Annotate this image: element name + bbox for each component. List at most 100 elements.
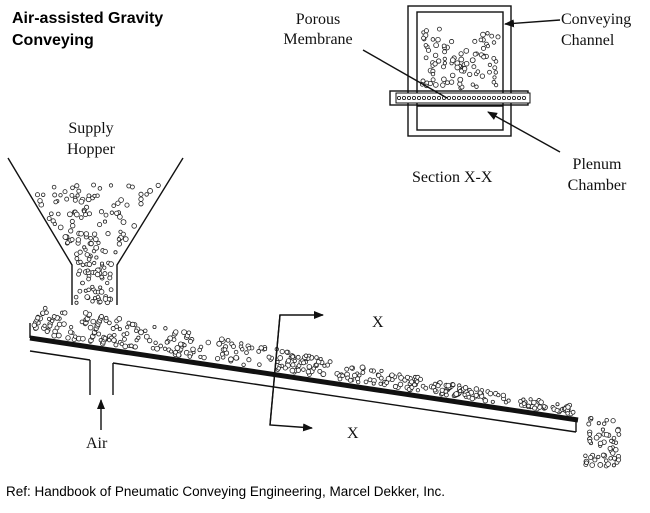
particle: [56, 211, 61, 217]
particle: [616, 432, 622, 437]
particle: [317, 368, 323, 374]
particle: [87, 324, 94, 331]
particle: [93, 244, 100, 251]
particle: [378, 381, 383, 386]
membrane-hole: [466, 96, 471, 101]
particle: [359, 364, 366, 371]
particle: [565, 411, 570, 416]
particle: [80, 335, 86, 342]
particle: [153, 340, 158, 345]
particle: [256, 349, 262, 354]
particle: [87, 211, 92, 217]
particle: [74, 300, 79, 305]
particle: [88, 241, 94, 247]
particle: [120, 219, 127, 225]
particle: [360, 370, 366, 375]
membrane-hole: [481, 96, 486, 101]
particle: [134, 328, 139, 334]
particle: [609, 438, 614, 443]
particle: [103, 315, 109, 321]
particle: [462, 392, 467, 397]
particle: [90, 299, 95, 304]
particle: [187, 354, 193, 359]
particle: [610, 418, 616, 424]
particle: [164, 340, 170, 345]
particle: [311, 366, 316, 371]
particle: [65, 335, 71, 341]
particle: [102, 271, 108, 277]
particle: [216, 340, 223, 347]
particle: [584, 460, 589, 466]
particle: [163, 326, 168, 331]
particle: [99, 314, 104, 319]
particle: [592, 457, 598, 463]
particle: [430, 71, 436, 77]
particle: [485, 44, 490, 49]
particle: [490, 399, 495, 404]
particle: [491, 56, 497, 61]
particle: [437, 26, 442, 32]
membrane-hole: [446, 96, 451, 101]
plenum-bottom-left: [29, 350, 91, 361]
reference-citation: Ref: Handbook of Pneumatic Conveying Eng…: [6, 484, 445, 499]
particle: [119, 341, 125, 347]
particle: [314, 362, 319, 368]
particle: [453, 391, 460, 397]
particle: [457, 388, 463, 394]
particle: [347, 377, 353, 383]
particle: [597, 440, 604, 447]
particle: [586, 421, 592, 427]
particle: [37, 198, 43, 204]
particle: [436, 58, 442, 64]
particle: [76, 271, 81, 277]
particle: [290, 354, 296, 359]
particle: [241, 362, 246, 367]
particle: [105, 231, 111, 237]
particle: [225, 337, 231, 343]
particle: [593, 434, 600, 441]
membrane-hole: [486, 96, 491, 101]
particle: [369, 368, 374, 373]
particle: [611, 435, 617, 441]
particle: [602, 421, 607, 426]
particle: [433, 42, 439, 49]
particle: [90, 318, 96, 325]
particle: [77, 249, 83, 255]
particle: [58, 193, 63, 198]
particle: [487, 62, 493, 68]
particle: [258, 345, 264, 351]
labels: Supply Hopper Porous Membrane Conveying …: [67, 11, 631, 452]
particle: [605, 461, 611, 467]
particle: [86, 261, 93, 267]
particle: [608, 456, 613, 461]
particle: [445, 382, 451, 389]
particle: [474, 84, 479, 89]
particle: [84, 252, 90, 258]
particle: [588, 454, 594, 460]
particle: [75, 237, 82, 243]
particle: [384, 380, 390, 385]
particle: [42, 323, 47, 328]
particle: [441, 43, 447, 49]
particle: [441, 76, 447, 83]
particle: [528, 397, 533, 402]
particle: [295, 367, 301, 373]
particle: [611, 463, 616, 468]
section-outer-box: [407, 5, 512, 137]
particle: [589, 416, 594, 421]
particle: [98, 209, 105, 215]
particle: [462, 385, 469, 391]
particle: [219, 351, 225, 357]
membrane-hole: [416, 96, 421, 101]
particle: [121, 332, 126, 337]
particle: [479, 73, 486, 79]
particle: [616, 457, 622, 463]
particle: [162, 346, 168, 351]
hopper-right-wall: [116, 157, 184, 305]
particle: [94, 271, 101, 278]
particle: [412, 382, 417, 388]
particle: [423, 385, 429, 391]
particle: [491, 40, 497, 45]
particle: [554, 407, 560, 414]
